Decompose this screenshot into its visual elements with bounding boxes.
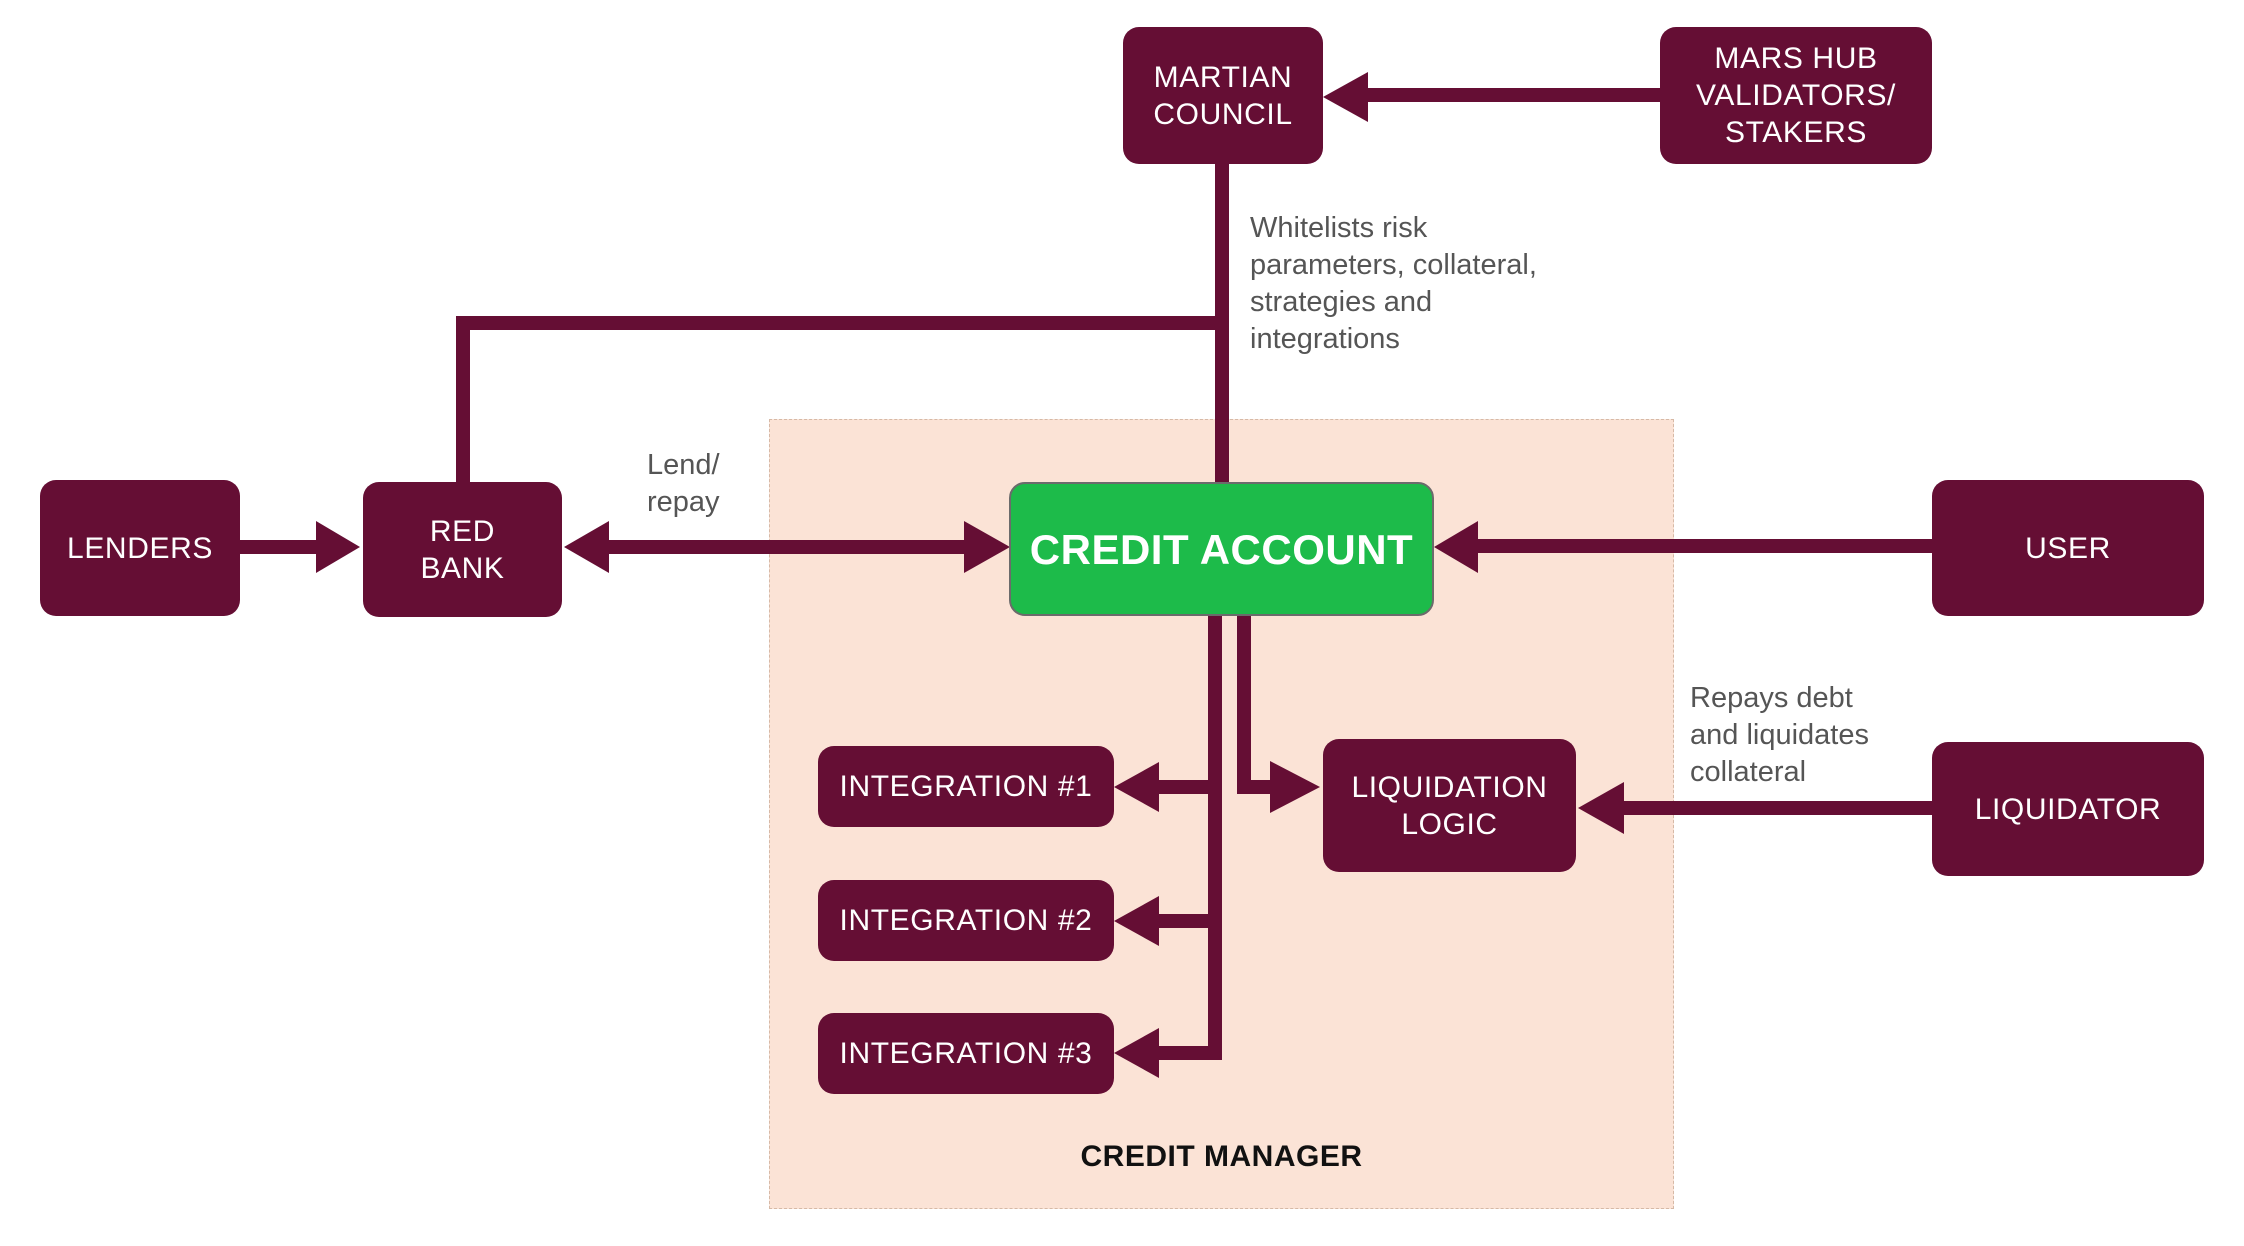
credit-manager-label: CREDIT MANAGER xyxy=(1080,1140,1363,1173)
arrowhead-credit-account-left xyxy=(964,521,1010,573)
user-node: USER xyxy=(1932,480,2204,616)
lenders-node: LENDERS xyxy=(40,480,240,616)
connector-council-to-red-bank xyxy=(456,316,1222,482)
liquidation-logic-node: LIQUIDATION LOGIC xyxy=(1323,739,1576,872)
connector-credit-account-to-liquidation xyxy=(1237,615,1274,794)
mars-hub-validators-node: MARS HUB VALIDATORS/ STAKERS xyxy=(1660,27,1932,164)
integration-3-node: INTEGRATION #3 xyxy=(818,1013,1114,1094)
arrowhead-liquidation-in xyxy=(1270,761,1320,813)
arrowhead-integration-2 xyxy=(1114,896,1159,946)
connector-credit-account-to-integrations xyxy=(1155,615,1222,1060)
arrowhead-liquidation-right xyxy=(1578,782,1624,834)
red-bank-node: RED BANK xyxy=(363,482,562,617)
credit-account-node: CREDIT ACCOUNT xyxy=(1009,482,1434,616)
arrowhead-integration-1 xyxy=(1114,762,1159,812)
arrowhead-integration-3 xyxy=(1114,1028,1159,1078)
arrowhead-red-bank-in xyxy=(316,521,360,573)
whitelists-annotation: Whitelists risk parameters, collateral, … xyxy=(1250,212,1537,355)
arrowhead-council xyxy=(1323,72,1368,122)
liquidator-node: LIQUIDATOR xyxy=(1932,742,2204,876)
lend-repay-annotation: Lend/ repay xyxy=(647,449,720,518)
integration-1-node: INTEGRATION #1 xyxy=(818,746,1114,827)
repays-debt-annotation: Repays debt and liquidates collateral xyxy=(1690,682,1869,788)
integration-2-node: INTEGRATION #2 xyxy=(818,880,1114,961)
arrowhead-credit-account-right xyxy=(1434,521,1478,573)
martian-council-node: MARTIAN COUNCIL xyxy=(1123,27,1323,164)
arrowhead-red-bank-out xyxy=(564,521,609,573)
